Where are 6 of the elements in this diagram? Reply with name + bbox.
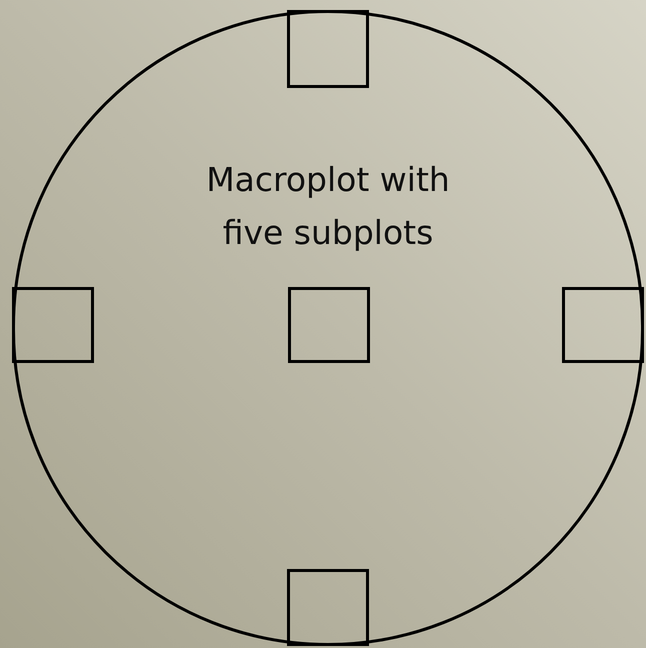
subplot-square xyxy=(287,569,369,646)
subplot-square xyxy=(288,287,370,363)
subplot-square xyxy=(12,287,94,363)
subplot-square xyxy=(287,10,369,88)
subplot-square xyxy=(562,287,644,363)
plot-label: Macroplot with five subplots xyxy=(205,159,451,254)
